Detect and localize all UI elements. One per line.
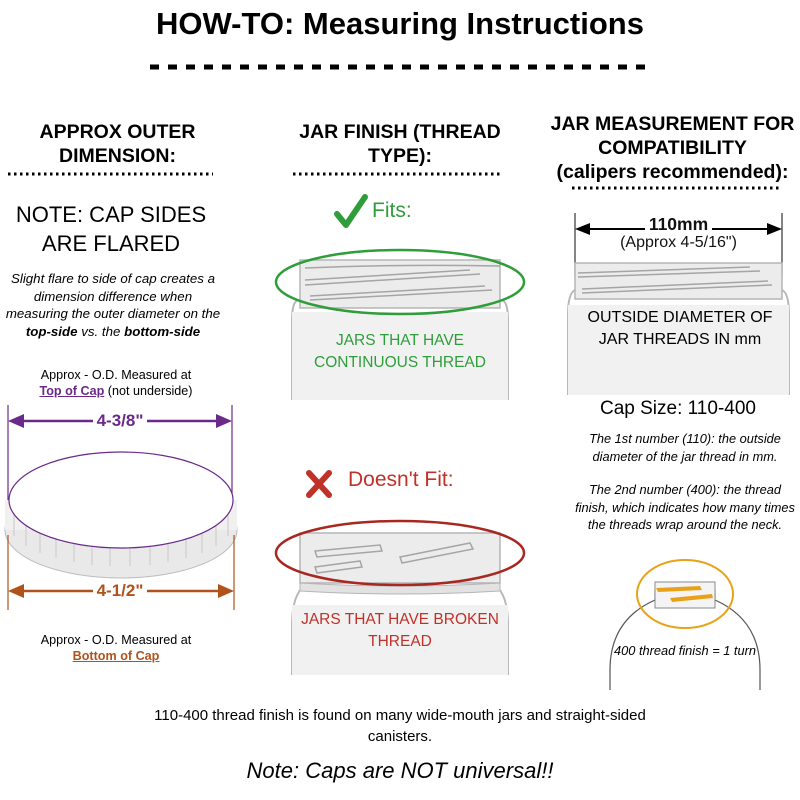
continuous-thread-jar	[274, 248, 526, 400]
doesnt-fit-jar-text: JARS THAT HAVE BROKEN THREAD	[301, 611, 499, 650]
top-of-cap-link: Top of Cap	[39, 384, 105, 398]
footer-note: Note: Caps are NOT universal!!	[246, 758, 554, 783]
bottom-measure-link-line: Bottom of Cap	[0, 649, 232, 664]
checkmark-icon	[334, 194, 368, 228]
cap-illustration	[4, 405, 238, 610]
right-subheading: (calipers recommended):	[556, 161, 789, 183]
middle-dotted-divider	[293, 172, 503, 176]
neck-thread-illustration	[609, 559, 761, 690]
top-measure-link-line: Top of Cap (not underside)	[0, 384, 232, 399]
left-dotted-divider	[8, 172, 213, 176]
flare-desc-text-1: Slight flare to side of cap creates a di…	[5, 271, 221, 321]
cap-size-label: Cap Size: 110-400	[600, 398, 756, 419]
title-dotted-divider	[150, 64, 650, 70]
doesnt-fit-label: Doesn't Fit:	[348, 468, 454, 491]
flare-desc-top: top-side	[25, 323, 78, 339]
right-dotted-divider	[572, 186, 782, 190]
jar-diameter-text: OUTSIDE DIAMETER OF JAR THREADS IN mm	[587, 309, 773, 348]
bottom-dimension-value: 4-1/2"	[0, 581, 240, 601]
first-number-text: The 1st number (110): the outside diamet…	[589, 431, 781, 464]
flare-desc-bottom: bottom-side	[124, 323, 201, 339]
page-title: HOW-TO: Measuring Instructions	[156, 6, 644, 41]
fits-jar-text: JARS THAT HAVE CONTINUOUS THREAD	[314, 332, 486, 371]
second-number-text: The 2nd number (400): the thread finish,…	[575, 482, 795, 532]
measure-approx: (Approx 4-5/16")	[620, 234, 737, 251]
top-measure-caption: Approx - O.D. Measured at	[40, 368, 192, 382]
broken-thread-jar	[274, 519, 526, 675]
footer-line: 110-400 thread finish is found on many w…	[154, 707, 646, 745]
measured-jar	[567, 213, 790, 395]
top-dimension-value: 4-3/8"	[0, 411, 240, 431]
flare-note: NOTE: CAP SIDES ARE FLARED	[15, 202, 207, 256]
measure-value: 110mm	[575, 214, 782, 235]
right-heading: JAR MEASUREMENT FOR COMPATIBILITY	[550, 113, 795, 159]
fits-label: Fits:	[372, 199, 412, 222]
x-mark-icon	[306, 470, 332, 498]
middle-heading: JAR FINISH (THREAD TYPE):	[299, 121, 501, 167]
left-heading: APPROX OUTER DIMENSION:	[39, 121, 196, 167]
bottom-of-cap-link: Bottom of Cap	[72, 649, 160, 663]
flare-description: Slight flare to side of cap creates a di…	[2, 270, 224, 340]
bottom-measure-caption: Approx - O.D. Measured at	[40, 633, 192, 647]
turn-text: 400 thread finish = 1 turn	[614, 643, 756, 658]
flare-desc-text-2: vs. the	[77, 323, 125, 339]
top-of-cap-suffix: (not underside)	[104, 384, 193, 398]
